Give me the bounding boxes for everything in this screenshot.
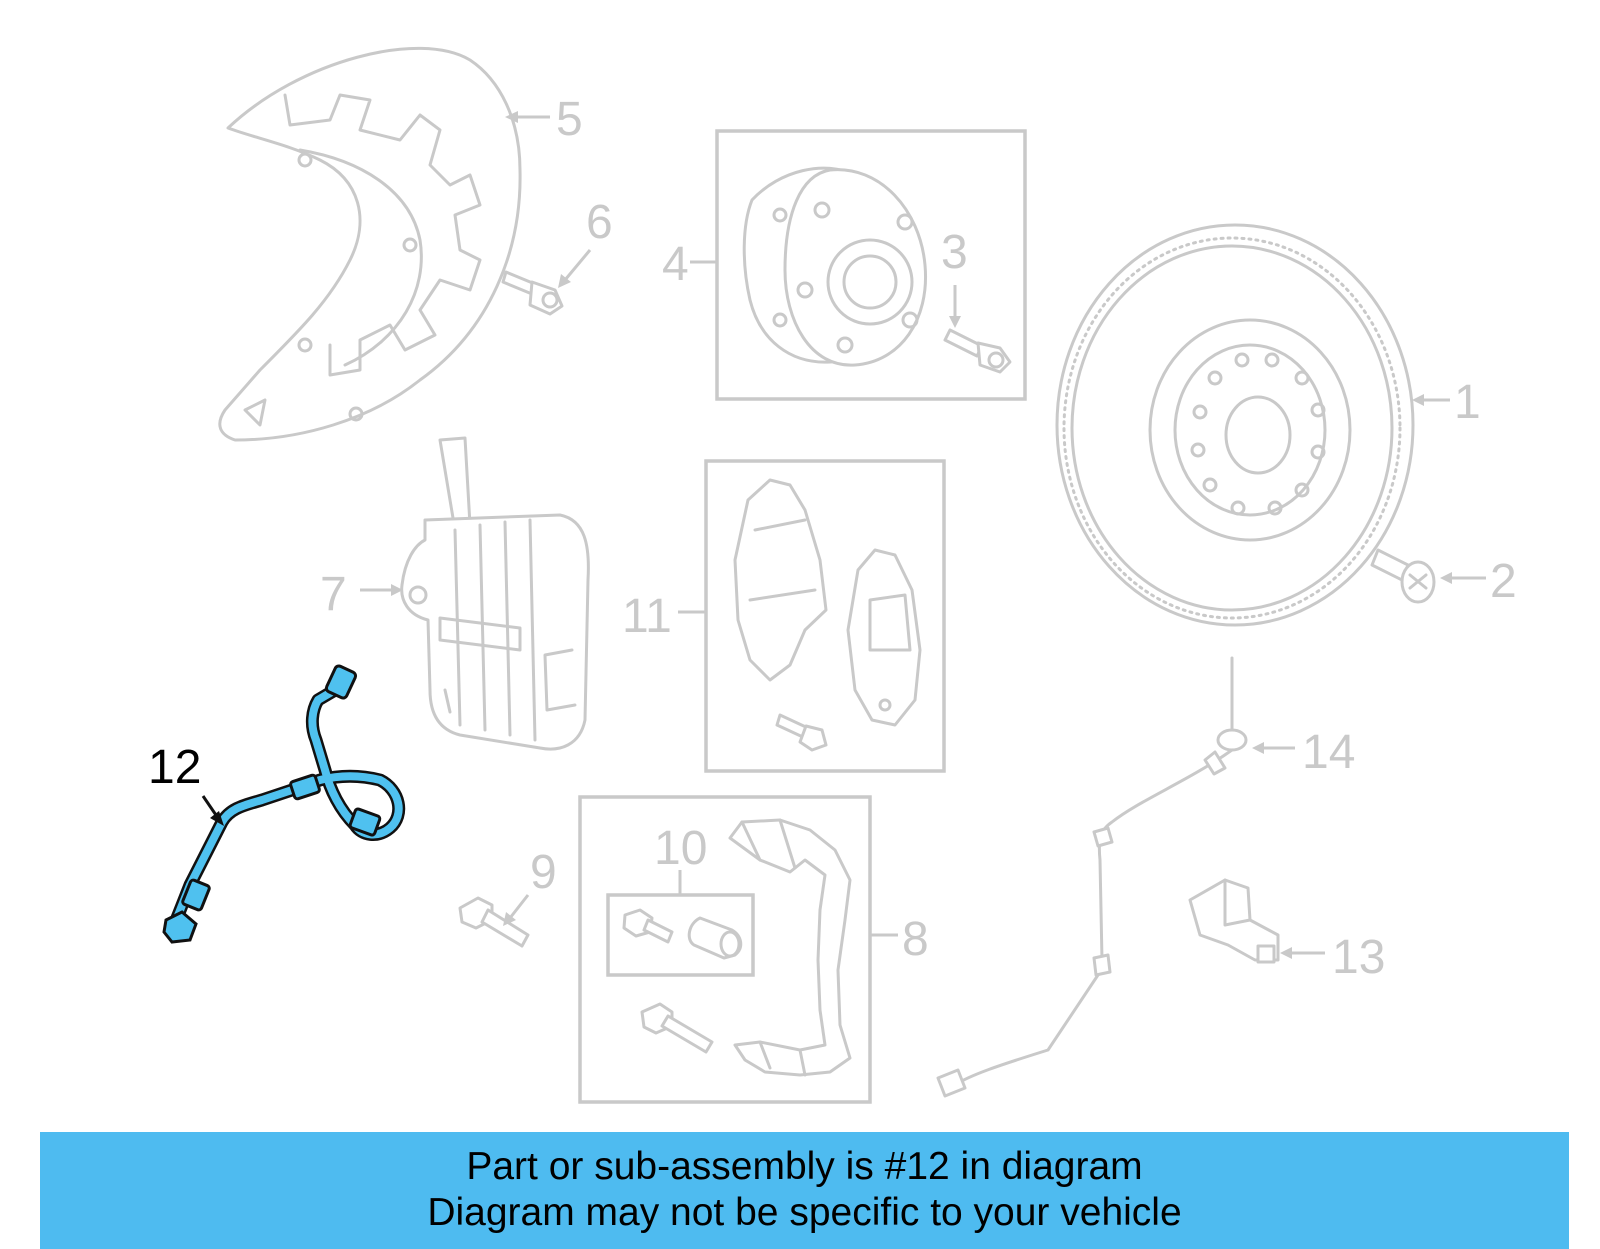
part-14-abs-sensor[interactable] (936, 656, 1248, 1098)
callout-label: 3 (941, 226, 968, 279)
callout-1: 1 (1412, 376, 1481, 429)
banner-part-text: Part or sub-assembly is #12 in diagram (466, 1145, 1143, 1188)
callout-10: 10 (654, 822, 707, 895)
part-4-hub-bearing[interactable] (742, 166, 928, 367)
callout-label: 10 (654, 822, 707, 875)
part-9-bolt[interactable] (458, 896, 530, 948)
callout-14: 14 (1252, 726, 1355, 779)
callout-7: 7 (320, 568, 403, 621)
part-11-box (704, 459, 946, 773)
part-12-brake-hose[interactable] (162, 664, 406, 944)
callout-label: 7 (320, 568, 347, 621)
part-10-guide-pins[interactable] (622, 908, 743, 960)
banner-disclaimer-text: Diagram may not be specific to your vehi… (427, 1191, 1182, 1234)
part-8-caliper-bracket[interactable] (728, 818, 852, 1077)
part-13-speed-sensor[interactable] (1188, 878, 1280, 964)
callout-12: 12 (148, 741, 224, 826)
callout-label: 2 (1490, 555, 1517, 608)
callout-8: 8 (870, 913, 929, 966)
part-4-box (715, 129, 1027, 401)
callout-label: 14 (1302, 726, 1355, 779)
callout-label: 4 (662, 238, 689, 291)
callout-label: 8 (902, 913, 929, 966)
callout-9: 9 (503, 846, 557, 926)
part-11-brake-pads[interactable] (733, 478, 922, 752)
part-7-brake-caliper[interactable] (400, 436, 590, 751)
callout-2: 2 (1440, 555, 1517, 608)
callout-label: 12 (148, 741, 201, 794)
part-6-bolt[interactable] (501, 270, 564, 316)
part-2-screw[interactable] (1370, 548, 1436, 604)
part-5-dust-shield[interactable] (218, 47, 522, 442)
callout-label: 1 (1454, 376, 1481, 429)
callout-4: 4 (662, 238, 717, 291)
info-banner: Part or sub-assembly is #12 in diagram D… (40, 1132, 1569, 1249)
callout-5: 5 (505, 93, 583, 146)
callout-label: 5 (556, 93, 583, 146)
part-8-box (578, 795, 872, 1104)
callout-label: 11 (622, 590, 672, 643)
callout-label: 6 (586, 196, 613, 249)
part-3-bolt[interactable] (943, 328, 1012, 374)
callout-3: 3 (941, 226, 968, 328)
callout-13: 13 (1280, 931, 1385, 984)
part-8-bracket-bolt[interactable] (640, 1002, 714, 1054)
callout-label: 13 (1332, 931, 1385, 984)
callout-6: 6 (558, 196, 613, 288)
part-1-brake-rotor[interactable] (1055, 223, 1415, 627)
callout-11: 11 (622, 590, 706, 643)
callout-label: 9 (530, 846, 557, 899)
